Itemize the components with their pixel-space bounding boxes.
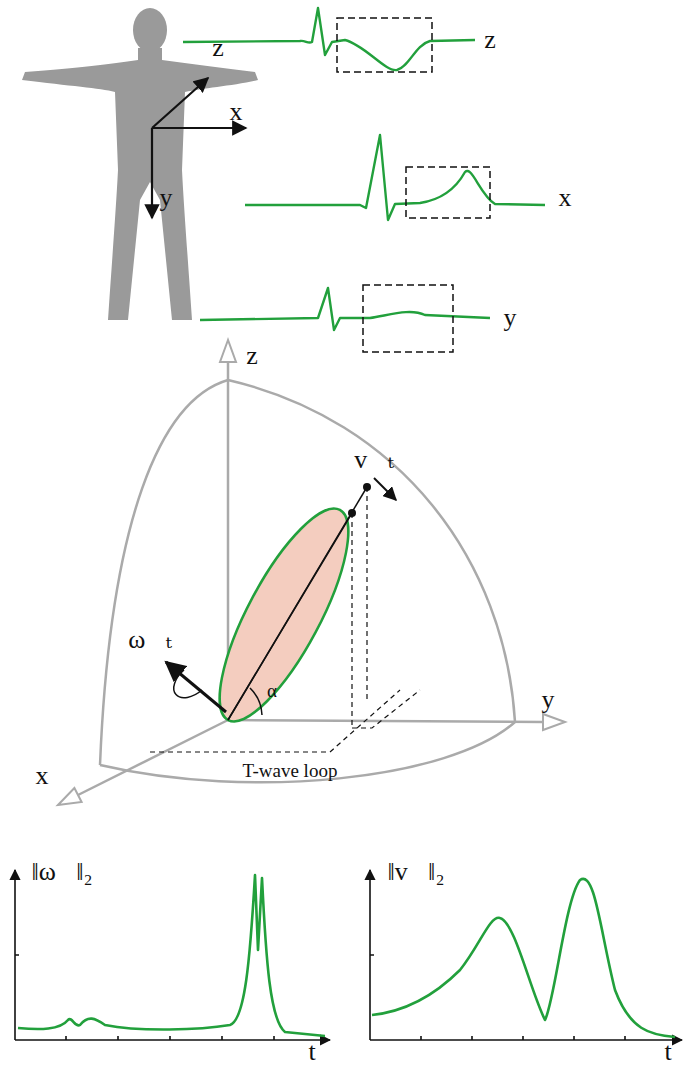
lead-label: x — [559, 185, 572, 211]
body-axis-label: x — [230, 99, 243, 125]
body-axis-label: z — [212, 35, 224, 61]
dashed-boxes — [337, 18, 490, 352]
t-wave-loop — [196, 493, 371, 737]
vector-lines — [228, 487, 367, 720]
plot-axis-label: ‖v⃗‖₂ — [388, 859, 445, 885]
vector-points — [348, 483, 371, 517]
axis-arrowheads — [58, 340, 565, 805]
plot-axis-label: t — [664, 1039, 671, 1065]
ecg-traces — [183, 8, 545, 330]
sphere-octant — [78, 362, 543, 795]
axis-label: y — [542, 687, 555, 713]
lead-label: y — [504, 305, 517, 331]
plot-curves — [18, 875, 675, 1037]
body-axes — [152, 78, 246, 218]
vector-symbol: v⃗ₜ — [354, 447, 394, 473]
axis-label: x — [36, 763, 49, 789]
loop-label: T-wave loop — [243, 761, 338, 780]
body-axis-label: y — [160, 185, 173, 211]
plot-axis-label: ‖ω⃗‖₂ — [31, 859, 92, 885]
vector-symbol: ω⃗ₜ — [128, 627, 172, 653]
plot-axis-label: t — [308, 1039, 315, 1065]
omega-arrow — [166, 662, 226, 712]
body-silhouette — [22, 8, 258, 320]
projection-lines — [150, 487, 420, 752]
lead-label: z — [484, 27, 496, 53]
axis-label: z — [246, 343, 258, 369]
plot-axes — [15, 870, 682, 1040]
vector-symbol: α — [267, 681, 277, 700]
velocity-arrow — [374, 478, 396, 500]
